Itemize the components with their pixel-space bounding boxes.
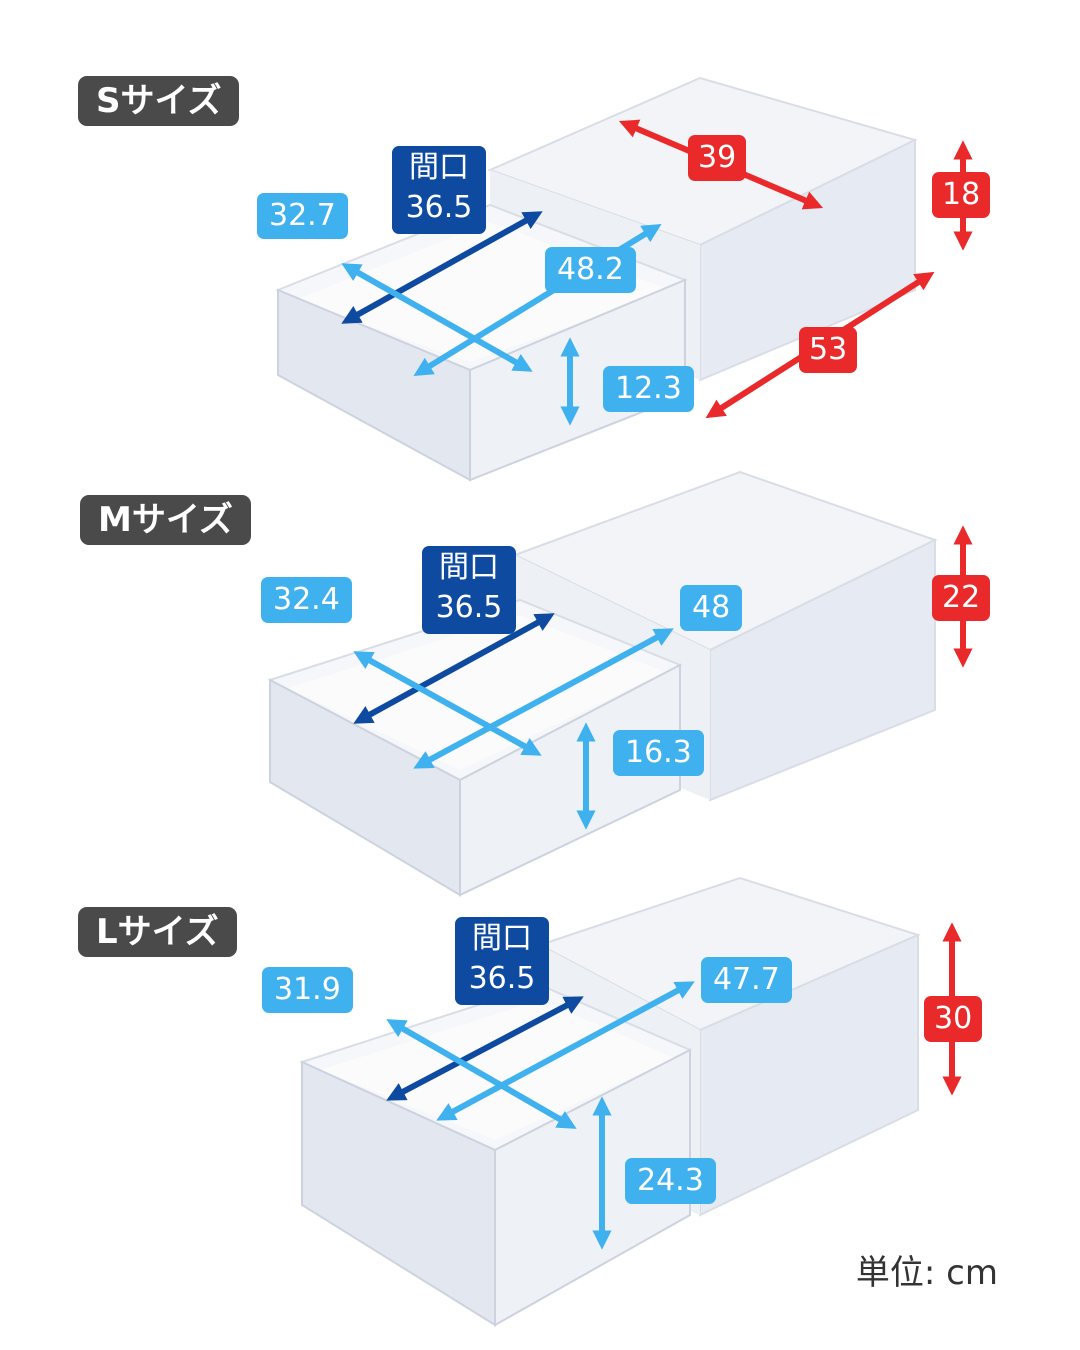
m-inner-depth-arrow bbox=[413, 628, 674, 769]
s-inner-height-value: 12.3 bbox=[603, 366, 694, 412]
s-opening-badge: 間口 36.5 bbox=[392, 146, 486, 234]
drawer-m bbox=[267, 470, 938, 897]
drawer-l bbox=[299, 876, 921, 1327]
size-label-s: Sサイズ bbox=[78, 76, 240, 126]
m-opening-title: 間口 bbox=[439, 550, 499, 585]
m-opening-value: 36.5 bbox=[435, 590, 503, 625]
s-inner-width-value: 32.7 bbox=[257, 193, 348, 239]
s-outer-height-value: 18 bbox=[932, 172, 991, 218]
m-outer-height-value: 22 bbox=[932, 575, 991, 621]
l-opening-value: 36.5 bbox=[468, 961, 536, 996]
m-inner-depth-value: 48 bbox=[680, 585, 743, 631]
m-inner-height-value: 16.3 bbox=[613, 730, 704, 776]
l-inner-width-value: 31.9 bbox=[262, 967, 353, 1013]
l-inner-height-value: 24.3 bbox=[625, 1158, 716, 1204]
m-inner-width-value: 32.4 bbox=[261, 577, 352, 623]
l-inner-depth-value: 47.7 bbox=[701, 957, 792, 1003]
l-inner-depth-arrow bbox=[436, 981, 695, 1121]
m-opening-badge: 間口 36.5 bbox=[422, 546, 516, 634]
l-outer-height-value: 30 bbox=[924, 996, 983, 1042]
s-outer-width-value: 39 bbox=[688, 135, 747, 181]
unit-label: 単位: cm bbox=[855, 1253, 998, 1293]
size-label-m: Mサイズ bbox=[80, 495, 251, 545]
s-opening-title: 間口 bbox=[409, 150, 469, 185]
l-opening-badge: 間口 36.5 bbox=[455, 917, 549, 1005]
s-outer-depth-value: 53 bbox=[799, 327, 858, 373]
size-label-l: Lサイズ bbox=[78, 907, 237, 957]
s-opening-value: 36.5 bbox=[405, 190, 473, 225]
l-opening-title: 間口 bbox=[472, 921, 532, 956]
s-inner-depth-value: 48.2 bbox=[545, 247, 636, 293]
